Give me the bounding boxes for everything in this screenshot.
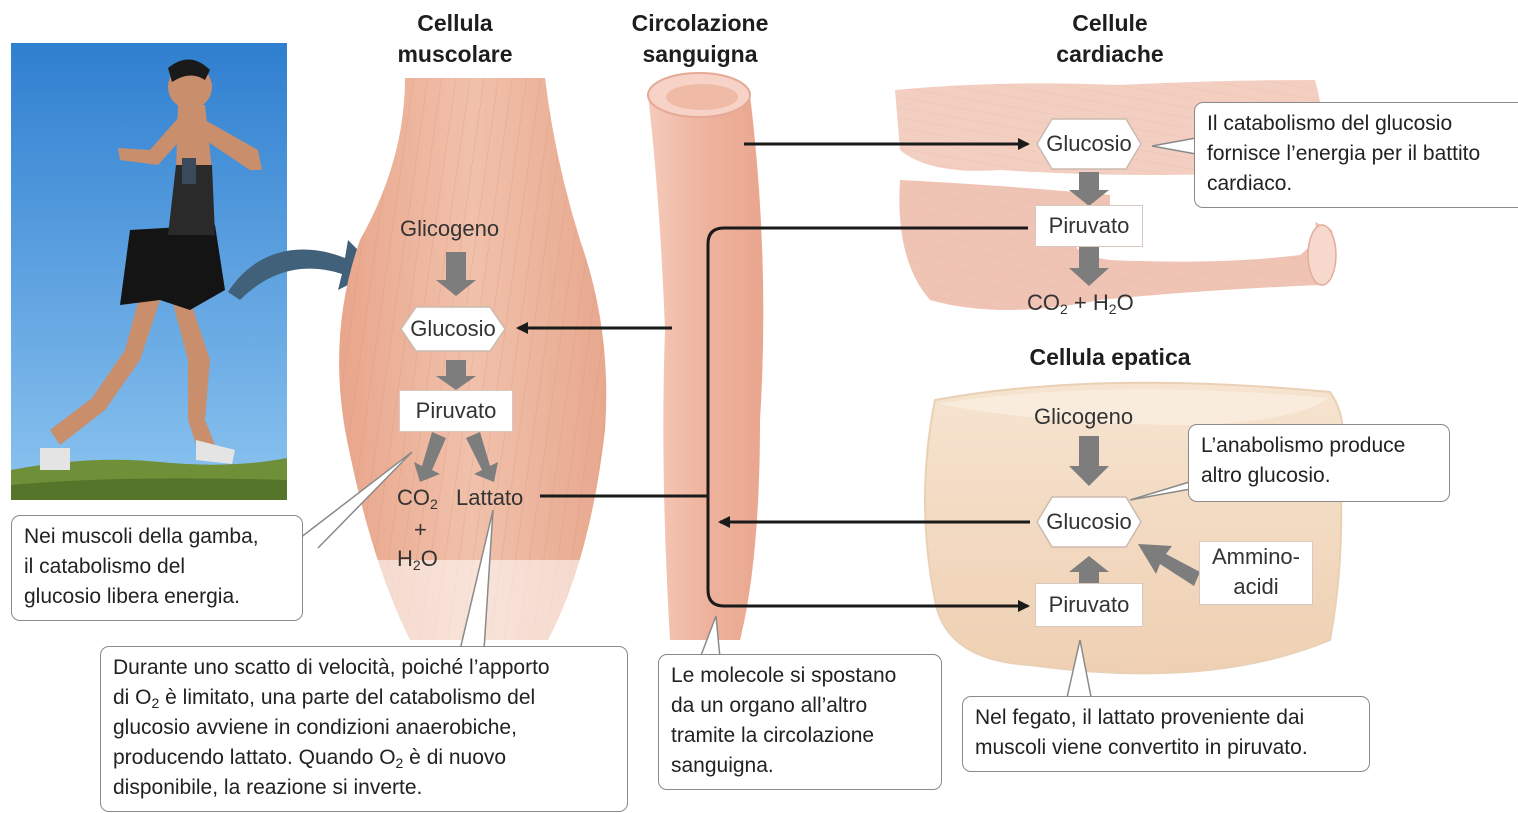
heading-heart-cells: Cellule cardiache xyxy=(1020,8,1200,70)
callout-heart-line3: cardiaco. xyxy=(1207,169,1506,199)
callout-leg-muscles: Nei muscoli della gamba, il catabolismo … xyxy=(11,515,303,621)
heading-muscle-line2: muscolare xyxy=(370,39,540,70)
muscle-co2-label: CO2 xyxy=(397,485,438,511)
heading-liver-cell: Cellula epatica xyxy=(990,342,1230,373)
heart-glucose-label: Glucosio xyxy=(1036,131,1142,157)
heart-pyruvate-box: Piruvato xyxy=(1036,206,1142,246)
muscle-lactate-label: Lattato xyxy=(456,485,523,511)
callout-heart-catabolism: Il catabolismo del glucosio fornisce l’e… xyxy=(1194,102,1518,208)
liver-glucose-hexagon: Glucosio xyxy=(1036,496,1142,548)
amino-line1: Ammino- xyxy=(1200,542,1312,572)
callout-molecules: Le molecole si spostano da un organo all… xyxy=(658,654,942,790)
heading-blood-line2: sanguigna xyxy=(600,39,800,70)
callout-lactate-line1: Nel fegato, il lattato proveniente dai xyxy=(975,703,1357,733)
muscle-glycogen-label: Glicogeno xyxy=(400,216,499,242)
muscle-h2o-label: H2O xyxy=(397,546,438,572)
heading-muscle-cell: Cellula muscolare xyxy=(370,8,540,70)
callout-anabolism-line1: L’anabolismo produce xyxy=(1201,431,1437,461)
callout-sprint-line1: Durante uno scatto di velocità, poiché l… xyxy=(113,653,615,683)
liver-glycogen-label: Glicogeno xyxy=(1034,404,1133,430)
callout-heart-line2: fornisce l’energia per il battito xyxy=(1207,139,1506,169)
callout-legs-line2: il catabolismo del xyxy=(24,552,290,582)
blood-vessel-shape xyxy=(648,95,763,640)
callout-sprint-line3: glucosio avviene in condizioni anaerobic… xyxy=(113,713,615,743)
heading-muscle-line1: Cellula xyxy=(370,8,540,39)
heart-products-label: CO2 + H2O xyxy=(1027,290,1134,316)
amino-line2: acidi xyxy=(1200,572,1312,602)
liver-amino-acids-box: Ammino- acidi xyxy=(1200,542,1312,604)
heading-heart-line1: Cellule xyxy=(1020,8,1200,39)
callout-legs-line1: Nei muscoli della gamba, xyxy=(24,522,290,552)
callout-sprint-line5: disponibile, la reazione si inverte. xyxy=(113,773,615,803)
callout-heart-line1: Il catabolismo del glucosio xyxy=(1207,109,1506,139)
heading-blood-line1: Circolazione xyxy=(600,8,800,39)
muscle-glucose-label: Glucosio xyxy=(400,316,506,342)
heading-heart-line2: cardiache xyxy=(1020,39,1200,70)
callout-liver-anabolism: L’anabolismo produce altro glucosio. xyxy=(1188,424,1450,502)
callout-molecules-line4: sanguigna. xyxy=(671,751,929,781)
callout-molecules-line3: tramite la circolazione xyxy=(671,721,929,751)
callout-molecules-line1: Le molecole si spostano xyxy=(671,661,929,691)
muscle-plus-label: + xyxy=(414,517,427,543)
callout-legs-line3: glucosio libera energia. xyxy=(24,582,290,612)
liver-pyruvate-box: Piruvato xyxy=(1036,584,1142,626)
muscle-pyruvate-box: Piruvato xyxy=(400,391,512,431)
callout-liver-lactate: Nel fegato, il lattato proveniente dai m… xyxy=(962,696,1370,772)
callout-sprint-line2: di O2 è limitato, una parte del cataboli… xyxy=(113,683,615,713)
callout-anabolism-line2: altro glucosio. xyxy=(1201,461,1437,491)
callout-lactate-line2: muscoli viene convertito in piruvato. xyxy=(975,733,1357,763)
callout-molecules-line2: da un organo all’altro xyxy=(671,691,929,721)
callout-sprint-line4: producendo lattato. Quando O2 è di nuovo xyxy=(113,743,615,773)
liver-glucose-label: Glucosio xyxy=(1036,509,1142,535)
muscle-glucose-hexagon: Glucosio xyxy=(400,306,506,352)
heading-blood-circulation: Circolazione sanguigna xyxy=(600,8,800,70)
heart-glucose-hexagon: Glucosio xyxy=(1036,118,1142,170)
callout-sprint: Durante uno scatto di velocità, poiché l… xyxy=(100,646,628,812)
